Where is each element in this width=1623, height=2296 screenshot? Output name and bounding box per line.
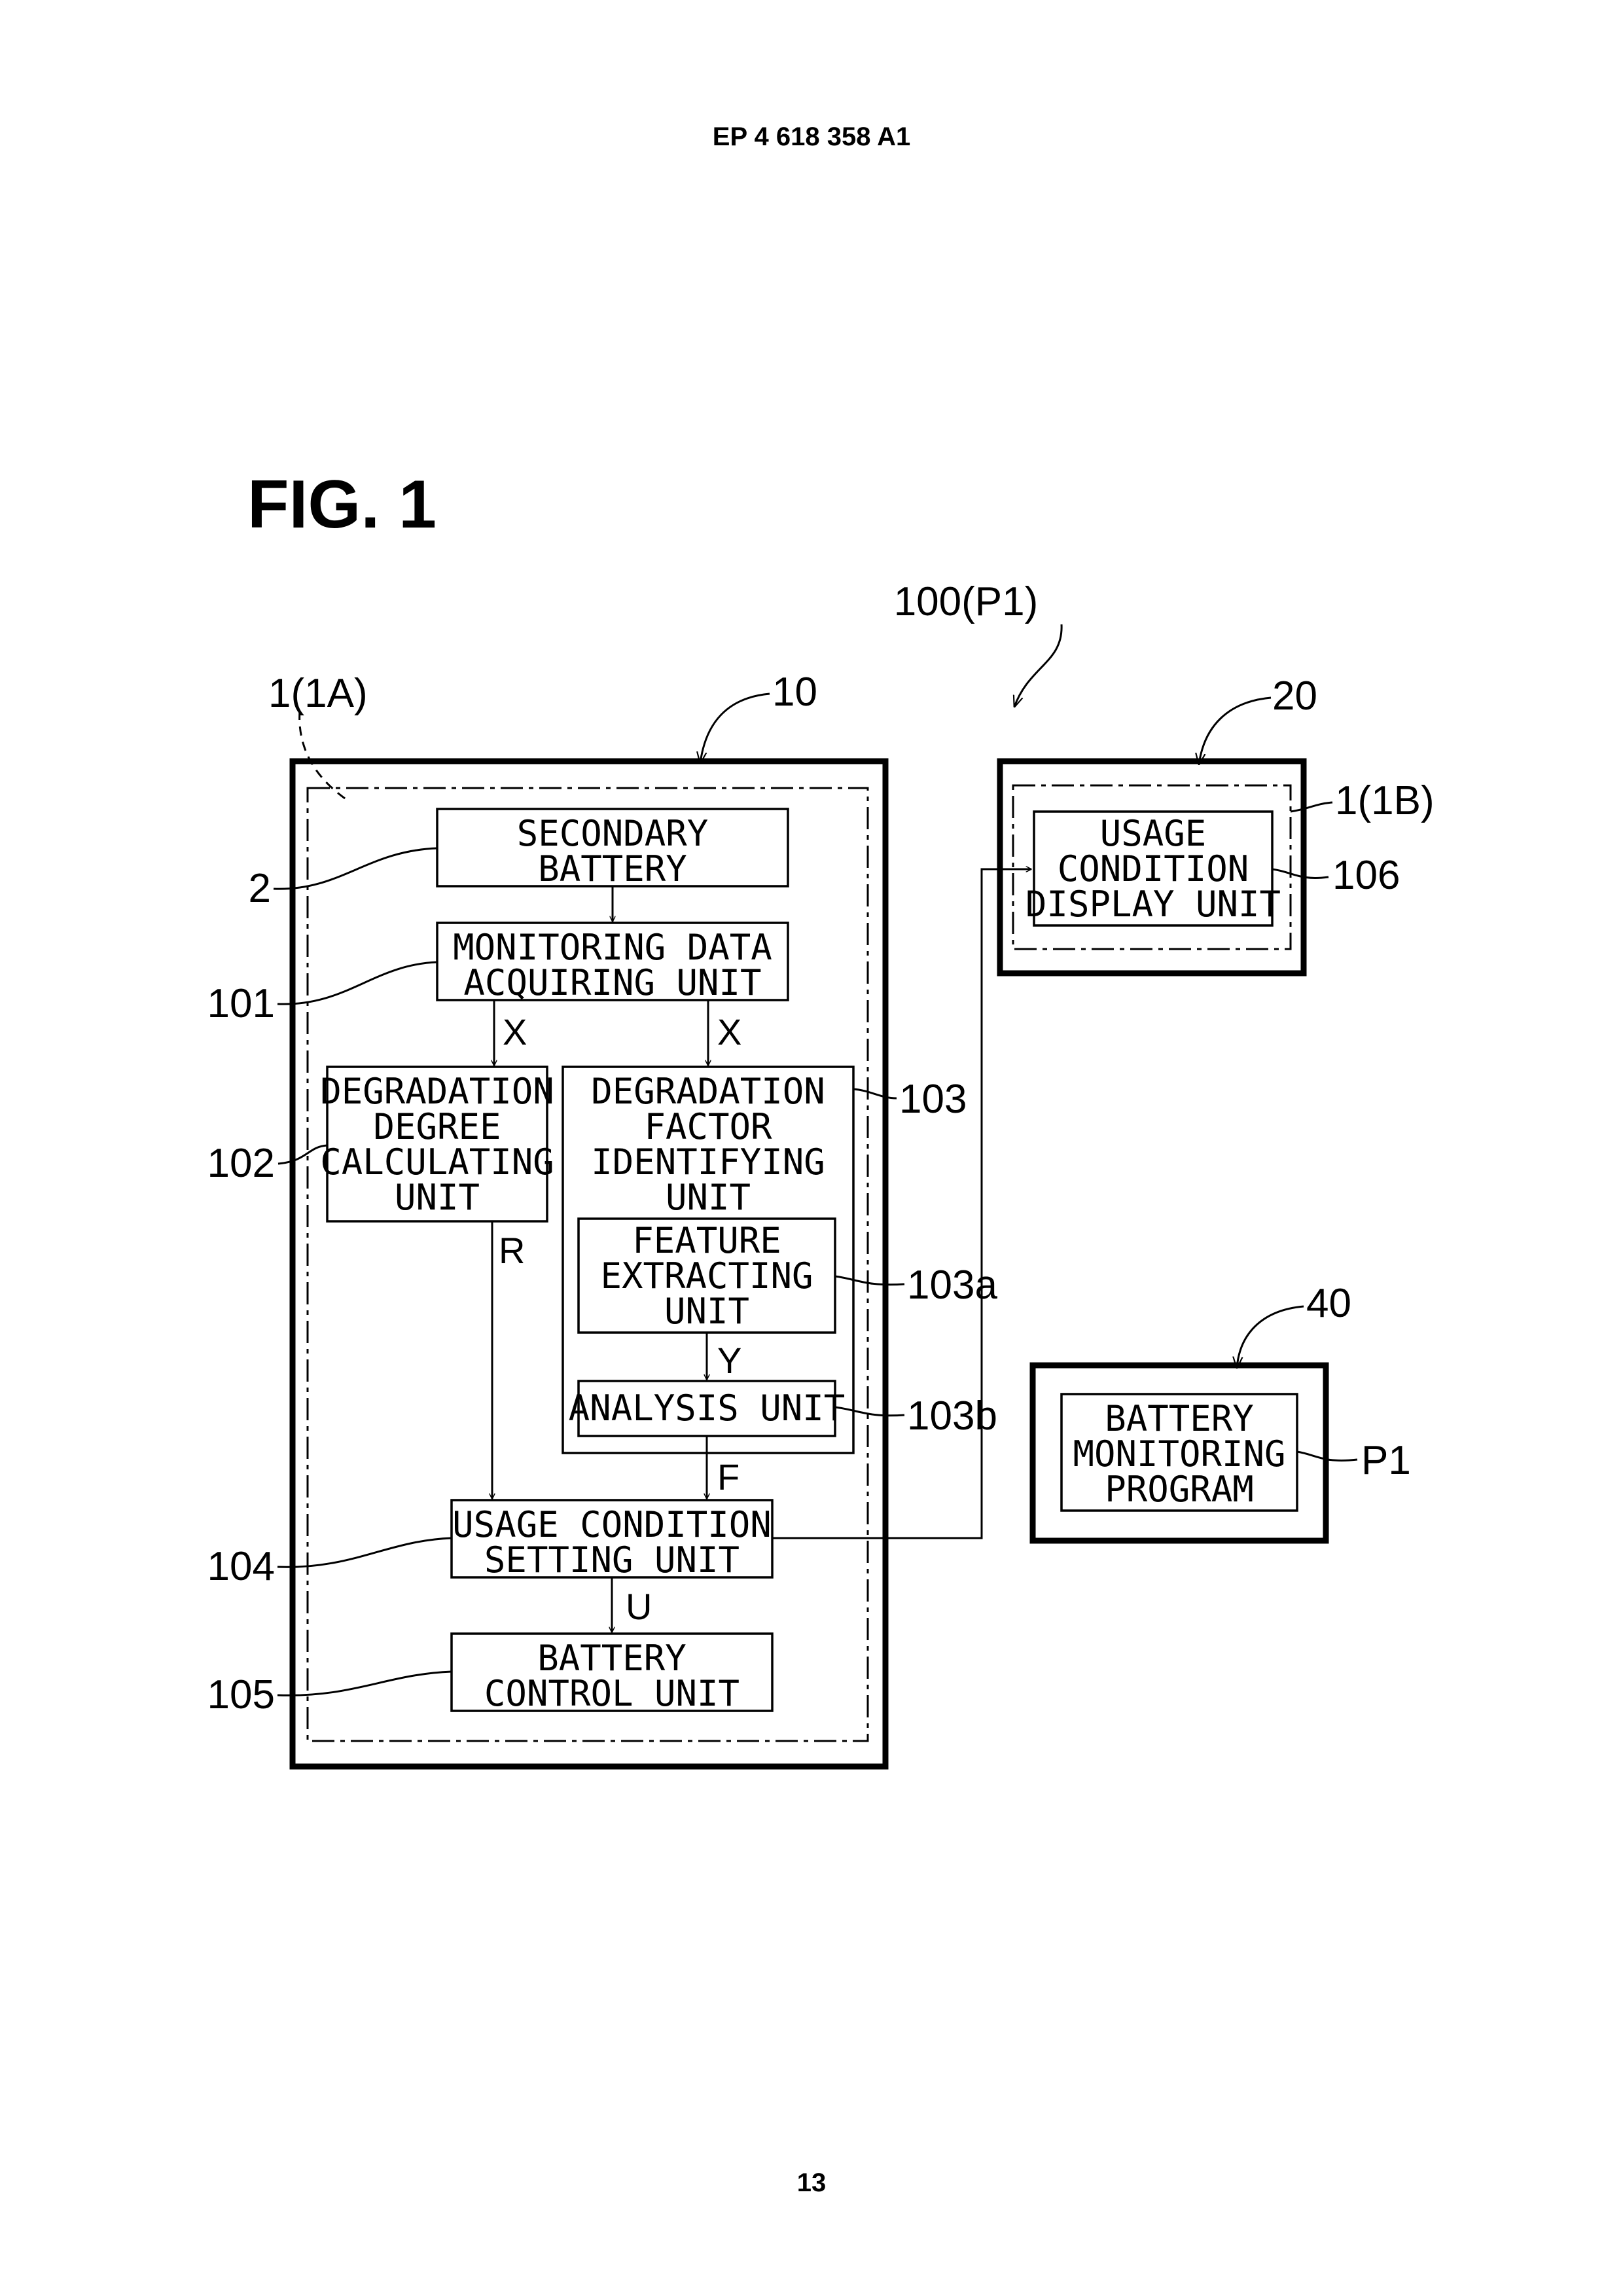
leader-103 <box>853 1089 897 1098</box>
leader-104 <box>277 1538 452 1567</box>
ref-2: 2 <box>249 866 271 911</box>
leader-105 <box>277 1672 452 1695</box>
leader-40 <box>1237 1306 1304 1368</box>
leader-10 <box>700 694 770 763</box>
degradation-degree-calculating-unit-box: DEGRADATION DEGREE CALCULATING UNIT <box>320 1067 554 1221</box>
feature-extracting-unit-box: FEATURE EXTRACTING UNIT <box>579 1219 835 1333</box>
battery-monitoring-program-box: BATTERY MONITORING PROGRAM <box>1061 1394 1297 1511</box>
setting-unit-line-2: SETTING UNIT <box>484 1539 740 1581</box>
analysis-unit-box: ANALYSIS UNIT <box>569 1381 846 1436</box>
secondary-battery-box: SECONDARY BATTERY <box>437 809 788 889</box>
ref-20: 20 <box>1272 673 1317 719</box>
signal-u: U <box>626 1586 652 1627</box>
usage-condition-display-unit-box: USAGE CONDITION DISPLAY UNIT <box>1026 812 1281 925</box>
leader-103b <box>835 1407 904 1416</box>
analysis-unit-line-1: ANALYSIS UNIT <box>569 1388 846 1429</box>
ref-105: 105 <box>207 1672 275 1717</box>
signal-y: Y <box>717 1340 741 1381</box>
leader-103a <box>835 1276 904 1285</box>
leader-101 <box>277 962 437 1004</box>
monitoring-data-acquiring-unit-box: MONITORING DATA ACQUIRING UNIT <box>437 923 788 1003</box>
ref-102: 102 <box>207 1141 275 1186</box>
leader-20 <box>1199 698 1271 764</box>
ref-1-1a: 1(1A) <box>268 671 368 716</box>
leader-2 <box>274 848 437 889</box>
leader-106 <box>1272 869 1329 878</box>
leader-1a <box>300 711 347 800</box>
ref-1-1b: 1(1B) <box>1335 778 1435 823</box>
monitoring-unit-line-2: ACQUIRING UNIT <box>463 962 761 1003</box>
signal-x-left: X <box>503 1011 527 1052</box>
control-unit-line-2: CONTROL UNIT <box>484 1673 740 1714</box>
figure-title: FIG. 1 <box>247 467 437 543</box>
ref-103b: 103b <box>907 1393 997 1439</box>
ref-103a: 103a <box>907 1263 997 1308</box>
ref-101: 101 <box>207 981 275 1026</box>
ref-104: 104 <box>207 1544 275 1589</box>
ref-p1: P1 <box>1361 1438 1411 1483</box>
ref-106: 106 <box>1332 853 1400 898</box>
ref-103: 103 <box>899 1077 967 1122</box>
leader-100 <box>1014 624 1061 707</box>
signal-r: R <box>499 1230 525 1271</box>
display-unit-line-3: DISPLAY UNIT <box>1026 884 1281 925</box>
leader-1b <box>1291 802 1332 812</box>
signal-f: F <box>717 1456 740 1498</box>
program-line-3: PROGRAM <box>1105 1469 1254 1510</box>
factor-unit-line-4: UNIT <box>666 1177 751 1218</box>
battery-control-unit-box: BATTERY CONTROL UNIT <box>452 1634 772 1714</box>
ref-40: 40 <box>1306 1281 1351 1326</box>
feature-unit-line-3: UNIT <box>664 1291 749 1332</box>
usage-condition-setting-unit-box: USAGE CONDITION SETTING UNIT <box>452 1500 772 1581</box>
page-number: 13 <box>797 2168 827 2197</box>
ref-100-p1: 100(P1) <box>894 579 1039 624</box>
secondary-battery-line-2: BATTERY <box>538 848 687 889</box>
publication-number: EP 4 618 358 A1 <box>713 122 910 151</box>
degree-unit-line-4: UNIT <box>395 1177 480 1218</box>
signal-x-right: X <box>717 1011 741 1052</box>
ref-10: 10 <box>772 670 817 715</box>
